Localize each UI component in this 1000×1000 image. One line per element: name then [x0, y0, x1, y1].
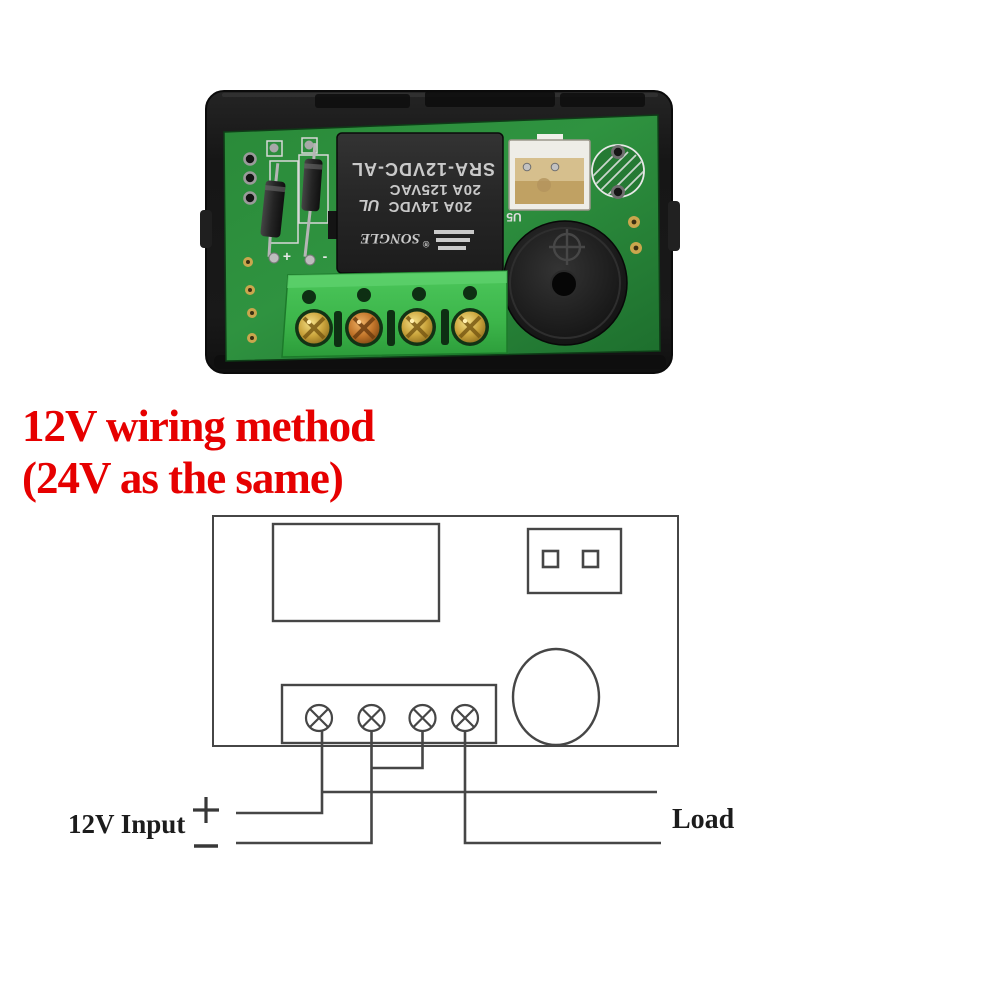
case-top-tab [315, 94, 410, 108]
connector-pin-square [541, 549, 560, 569]
plus-icon [193, 797, 219, 823]
relay-ul-mark: UL [358, 196, 379, 213]
product-photo: + - SRA-12VDC-AL 20A 125VAC 20A 14VDC UL… [200, 85, 680, 377]
case-top-tab [425, 91, 555, 107]
buzzer [502, 220, 628, 346]
wire-plus-to-terminal1 [236, 731, 324, 815]
pcb-left-pads [243, 152, 257, 205]
relay-brand-stripes [434, 230, 474, 250]
polarity-symbols [193, 797, 219, 848]
relay: SRA-12VDC-AL 20A 125VAC 20A 14VDC UL SON… [328, 132, 504, 274]
terminal-screws [295, 308, 489, 347]
case-top-tab [560, 93, 645, 107]
solder-joint [304, 254, 316, 266]
wiring-diagram: 12V Input Load [0, 500, 1000, 900]
relay-registered-mark: ® [422, 239, 429, 249]
case-left-lug [200, 210, 212, 248]
jst-connector [508, 134, 591, 211]
buzzer-plus-icon [549, 229, 585, 265]
terminal-4-icon [450, 703, 480, 733]
diode-1 [260, 163, 286, 257]
title-line-1: 12V wiring method [22, 401, 375, 451]
wiring-diagram-svg: 12V Input Load [68, 515, 735, 848]
relay-brand-label: SONGLE [360, 230, 420, 246]
input-label: 12V Input [68, 809, 185, 839]
terminal-2-icon [357, 703, 386, 733]
title-line-2: (24V as the same) [22, 453, 344, 503]
buzzer-outline [511, 647, 601, 747]
relay-model-label: SRA-12VDC-AL [351, 159, 495, 179]
connector-rect [526, 527, 623, 595]
solder-joint [268, 252, 280, 264]
wire-minus-to-terminal2 [236, 731, 373, 845]
terminal-block-outline [280, 683, 498, 745]
connector-pin-square [581, 549, 600, 569]
diode-2 [301, 142, 323, 257]
solder-pad [304, 140, 314, 150]
solder-pad-hole [631, 219, 637, 225]
title-block: 12V wiring method (24V as the same) [22, 400, 442, 504]
board-outline [212, 515, 679, 747]
buzzer-hole [550, 270, 578, 298]
case-right-lug [668, 201, 680, 251]
pcb-lower-left-pads [243, 257, 257, 343]
wire-load-bottom [463, 731, 661, 845]
solder-pad [269, 143, 279, 153]
product-photo-svg: + - SRA-12VDC-AL 20A 125VAC 20A 14VDC UL… [200, 90, 680, 374]
silk-minus-label: - [323, 248, 328, 264]
relay-markings: SRA-12VDC-AL 20A 125VAC 20A 14VDC UL SON… [351, 159, 495, 250]
sensor-silk-circle [591, 144, 645, 199]
wire-terminal3-jumper [371, 731, 424, 770]
relay-ac-rating-label: 20A 125VAC [389, 181, 481, 198]
load-label: Load [672, 804, 735, 835]
relay-dc-rating-label: 20A 14VDC [388, 198, 472, 215]
silk-plus-label: + [283, 248, 291, 264]
display-rect [271, 522, 441, 623]
silk-u5-label: U5 [506, 210, 522, 224]
terminal-3-icon [408, 703, 437, 733]
terminal-block [281, 270, 508, 358]
solder-pad-hole [633, 245, 639, 251]
terminal-1-icon [304, 703, 334, 733]
